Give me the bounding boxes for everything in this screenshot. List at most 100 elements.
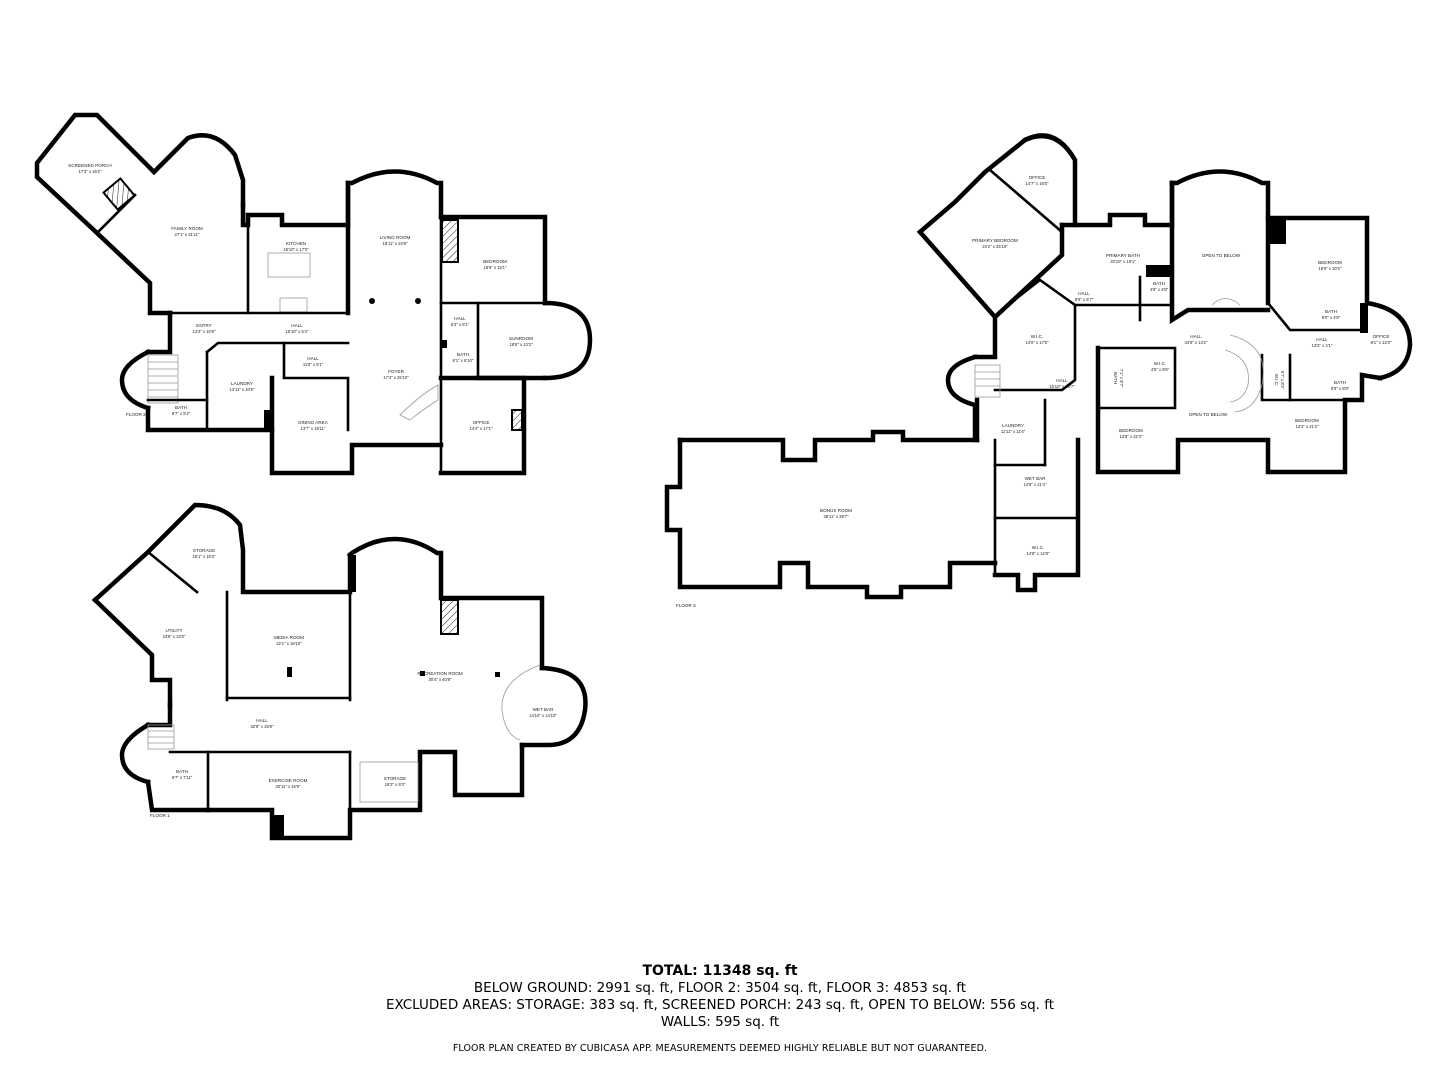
room-label: LIVING ROOM (380, 235, 411, 240)
stairs-icon (147, 724, 175, 750)
room-label: W.I.C. (1154, 361, 1167, 366)
room-label: DINING AREA (298, 420, 329, 425)
room-dims: 18'3" x 9'3" (385, 782, 406, 787)
room-dims: 17'4" x 25'10" (383, 375, 409, 380)
room-label: HALL (1316, 337, 1328, 342)
room-label: HALL (454, 316, 466, 321)
room-dims: 22'1" x 18'10" (276, 641, 302, 646)
disclaimer: FLOOR PLAN CREATED BY CUBICASA APP. MEAS… (452, 1043, 988, 1054)
room-dims: 8'1" x 13'3" (1371, 340, 1392, 345)
room-label: HALL (1078, 291, 1090, 296)
room-dims: 18'11" x 24'8" (383, 241, 408, 246)
room-dims: 8'7" x 5'2" (172, 411, 191, 416)
room-label: BATH (1334, 380, 1346, 385)
room-label: OPEN TO BELOW (1189, 412, 1228, 417)
room-label: HALL (1190, 334, 1202, 339)
room-dims: 24'2" x 25'10" (982, 244, 1008, 249)
room-label: FOYER (388, 369, 405, 374)
excluded-areas: EXCLUDED AREAS: STORAGE: 383 sq. ft, SCR… (385, 997, 1055, 1013)
room-label: HALL (291, 323, 303, 328)
room-label: W.I.C. (1031, 334, 1044, 339)
room-dims: 8'0" x 4'8" (1322, 315, 1341, 320)
room-label: BEDROOM (1119, 428, 1143, 433)
room-label: LAUNDRY (231, 381, 253, 386)
room-dims: 9'7" x 7'11" (172, 775, 193, 780)
room-dims: 13'8" x 22'3" (1120, 434, 1143, 439)
room-dims: 14'7" x 16'5" (1026, 181, 1049, 186)
room-dims: 20'11" x 15'9" (276, 784, 301, 789)
room-label: SUNROOM (509, 336, 533, 341)
room-label: HALL (256, 718, 268, 723)
room-label: RECREATION ROOM (417, 671, 463, 676)
room-dims: 13'7" x 18'11" (301, 426, 326, 431)
room-label: OFFICE (1373, 334, 1390, 339)
room-dims: 11'11" x 11'4" (1001, 429, 1026, 434)
room-dims: 34'6" x 13'2" (1185, 340, 1208, 345)
room-dims: 18'6" x 15'1" (484, 265, 507, 270)
room-label: MEDIA ROOM (274, 635, 304, 640)
room-dims: 38'11" x 29'7" (824, 514, 849, 519)
room-dims: 23'8" x 23'0" (163, 634, 186, 639)
room-dims: 5'7" x 8'4" (1280, 371, 1285, 390)
room-label: KITCHEN (286, 241, 306, 246)
room-dims: 14'8" x 21'4" (1024, 482, 1047, 487)
room-dims: 7'1" x 8'7" (1119, 369, 1124, 388)
room-dims: 18'6" x 20'2" (1319, 266, 1342, 271)
floor-label: FLOOR 2 (126, 412, 146, 417)
room-label: BATH (176, 769, 188, 774)
room-dims: 8'8" x 8'8" (1331, 386, 1350, 391)
room-label: BATH (457, 352, 469, 357)
room-dims: 14'8" x 12'8" (1027, 551, 1050, 556)
room-label: BATH (175, 405, 187, 410)
room-dims: 18'8" x 13'3" (510, 342, 533, 347)
room-dims: 6'1" x 6'10" (453, 358, 474, 363)
room-label: LAUNDRY (1002, 423, 1024, 428)
spiral-stairs-icon (1229, 334, 1264, 413)
room-label: HALL (307, 356, 319, 361)
room-label: BATH (1325, 309, 1337, 314)
room-label: STORAGE (193, 548, 215, 553)
floor-areas: BELOW GROUND: 2991 sq. ft, FLOOR 2: 3504… (473, 980, 967, 996)
floor-label: FLOOR 1 (150, 813, 170, 818)
room-label: PRIMARY BATH (1106, 253, 1140, 258)
room-dims: 32'8" x 28'8" (251, 724, 274, 729)
walls-area: WALLS: 595 sq. ft (660, 1014, 780, 1030)
room-label: BEDROOM (1318, 260, 1342, 265)
room-dims: 14'0" x 17'5" (1026, 340, 1049, 345)
room-label: UTILITY (165, 628, 182, 633)
room-label: OFFICE (1029, 175, 1046, 180)
room-label: WET BAR (533, 707, 555, 712)
floor-2-plan: SCREENED PORCH 17'3" x 15'2" FAMILY ROOM… (34, 112, 593, 476)
room-dims: 4'5" x 8'6" (1151, 367, 1170, 372)
room-label: W.I.C. (1032, 545, 1045, 550)
room-label: BATH (1153, 281, 1165, 286)
room-label: BEDROOM (483, 259, 507, 264)
stairs-icon (974, 364, 1001, 398)
floor-1-plan: STORAGE 18'1" x 16'3" UTILITY 23'8" x 23… (91, 502, 588, 841)
total-area: TOTAL: 11348 sq. ft (642, 963, 798, 979)
room-label: FAMILY ROOM (171, 226, 203, 231)
room-label: STORAGE (384, 776, 406, 781)
area-summary: TOTAL: 11348 sq. ft BELOW GROUND: 2991 s… (0, 963, 1440, 1054)
room-label: W.I.C. (1274, 374, 1279, 387)
room-dims: 14'4" x 17'1" (470, 426, 493, 431)
stairs-icon (147, 354, 179, 404)
room-label: HALL (1056, 378, 1068, 383)
room-dims: 14'10" x 14'10" (529, 713, 557, 718)
room-label: SCREENED PORCH (68, 163, 111, 168)
fireplace-icon (441, 219, 459, 263)
room-dims: 18'10" x 5'4" (286, 329, 309, 334)
room-dims: 11'8" x 8'1" (303, 362, 324, 367)
room-dims: 16'10" x 13'7" (1049, 384, 1075, 389)
room-dims: 20'10" x 19'1" (1110, 259, 1136, 264)
room-dims: 13'4" x 10'8" (193, 329, 216, 334)
room-dims: 17'3" x 15'2" (79, 169, 102, 174)
room-label: OFFICE (473, 420, 490, 425)
room-dims: 18'1" x 16'3" (193, 554, 216, 559)
room-dims: 8'9" x 6'7" (1075, 297, 1094, 302)
room-dims: 27'1" x 31'11" (175, 232, 200, 237)
room-label: BEDROOM (1295, 418, 1319, 423)
room-label: BONUS ROOM (820, 508, 852, 513)
room-label: PRIMARY BEDROOM (972, 238, 1018, 243)
